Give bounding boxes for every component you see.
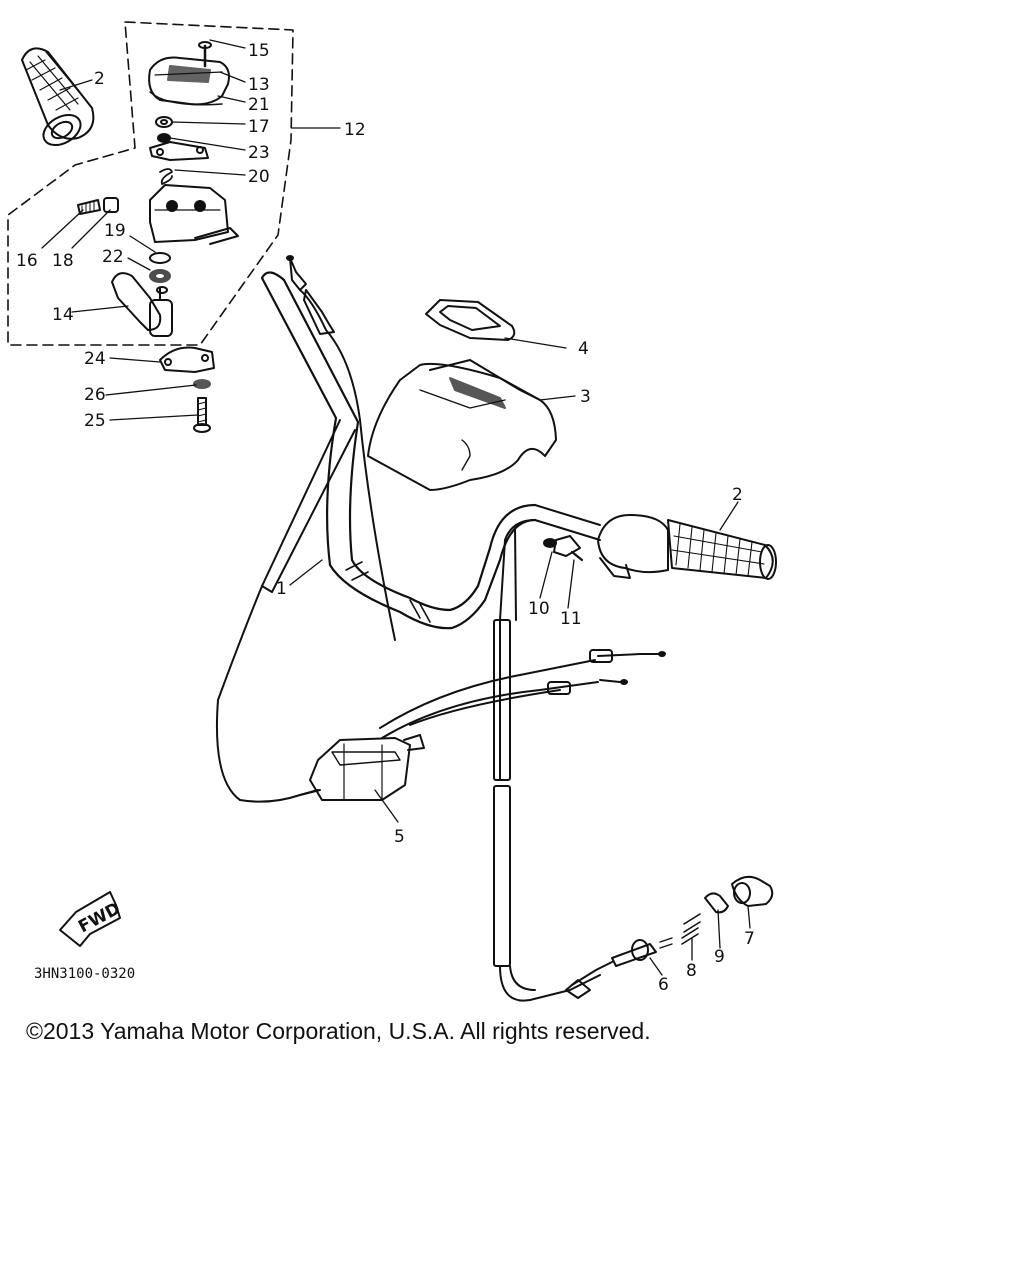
callout-23: 23: [248, 143, 270, 163]
handlebar-cover: [367, 359, 557, 491]
adjuster-parts-bottom: [565, 875, 774, 999]
callout-4: 4: [578, 339, 589, 359]
callout-7: 7: [744, 929, 755, 949]
callout-5: 5: [394, 827, 405, 847]
callout-17: 17: [248, 117, 270, 137]
thumb-throttle-assembly-boundary: [7, 21, 294, 346]
throttle-housing-body: [149, 184, 239, 245]
leader-lines: [41, 39, 751, 976]
callout-26: 26: [84, 385, 106, 405]
callout-11: 11: [560, 609, 582, 629]
callout-25: 25: [84, 411, 106, 431]
callout-19: 19: [104, 221, 126, 241]
copyright-notice: ©2013 Yamaha Motor Corporation, U.S.A. A…: [26, 1018, 651, 1044]
cover-gasket: [425, 299, 516, 341]
cable-end-fitting: [286, 255, 335, 335]
throttle-housing-cover: [148, 41, 230, 106]
callout-14: 14: [52, 305, 74, 325]
thumb-lever: [111, 272, 173, 337]
adjuster-screw: [77, 197, 119, 215]
lower-washers: [149, 252, 171, 283]
callout-9: 9: [714, 947, 725, 967]
callout-21: 21: [248, 95, 270, 115]
callout-13: 13: [248, 75, 270, 95]
handlebar: [260, 271, 537, 630]
throttle-cable-sheath: [215, 289, 396, 803]
callout-10: 10: [528, 599, 550, 619]
callout-15: 15: [248, 41, 270, 61]
callout-labels: 15 13 21 17 23 20 12 2 16 18 19 22 14 24…: [16, 41, 755, 995]
callout-20: 20: [248, 167, 270, 187]
right-grip-assembly: [534, 504, 777, 580]
callout-6: 6: [658, 975, 669, 995]
callout-16: 16: [16, 251, 38, 271]
callout-2-right: 2: [732, 485, 743, 505]
exploded-view: 15 13 21 17 23 20 12 2 16 18 19 22 14 24…: [7, 21, 777, 1002]
callout-2-left: 2: [94, 69, 105, 89]
drawing-code: 3HN3100-0320: [34, 966, 135, 982]
callout-3: 3: [580, 387, 591, 407]
callout-24: 24: [84, 349, 106, 369]
callout-22: 22: [102, 247, 124, 267]
throttle-cable-split: [379, 649, 666, 739]
callout-18: 18: [52, 251, 74, 271]
fwd-arrow-icon: [59, 891, 121, 947]
small-parts-stack: [149, 116, 209, 185]
fwd-label: FWD: [75, 899, 124, 938]
left-grip: [21, 47, 95, 147]
clamp-and-bolt: [159, 346, 215, 433]
callout-12: 12: [344, 120, 366, 140]
callout-8: 8: [686, 961, 697, 981]
cable-junction-box: [299, 734, 425, 801]
right-adjuster-parts: [543, 535, 584, 562]
callout-1: 1: [276, 579, 287, 599]
long-cable-right: [493, 519, 601, 1002]
